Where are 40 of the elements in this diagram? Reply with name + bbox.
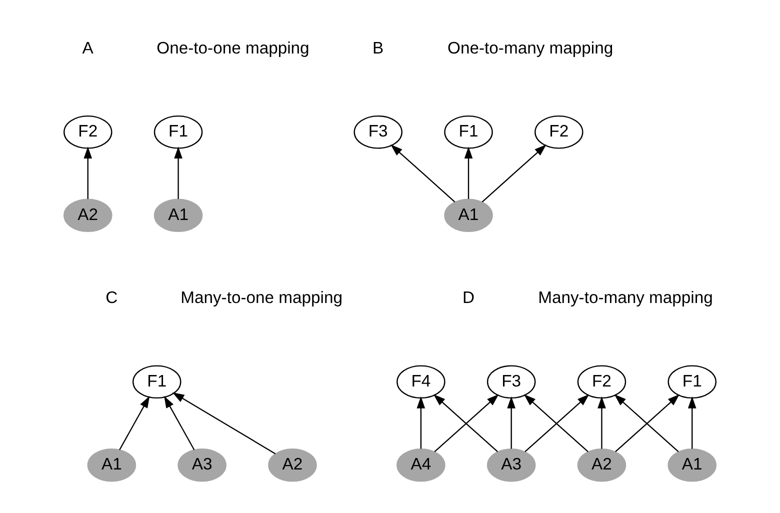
- node-ellipse: A1: [444, 198, 493, 232]
- node-ellipse: F3: [354, 114, 402, 148]
- arrow: [164, 395, 195, 450]
- arrow: [598, 396, 606, 448]
- arrow: [464, 146, 473, 198]
- node-ellipse: F1: [444, 114, 493, 148]
- arrow: [174, 146, 182, 198]
- node-ellipse: A4: [396, 448, 446, 482]
- node-ellipse: F1: [132, 364, 182, 398]
- arrow: [172, 392, 276, 454]
- node-ellipse: F2: [577, 364, 626, 398]
- node-ellipse: A2: [577, 448, 626, 482]
- arrow: [84, 146, 92, 198]
- label: Many-to-many mapping: [538, 288, 713, 307]
- arrow: [416, 396, 426, 448]
- label: B: [372, 38, 384, 57]
- node-ellipse: A3: [486, 448, 536, 482]
- arrow: [482, 144, 546, 202]
- label: One-to-many mapping: [448, 38, 614, 57]
- node-ellipse: F2: [64, 114, 112, 148]
- arrow: [390, 144, 456, 202]
- label: A: [82, 38, 94, 57]
- node-ellipse: F4: [396, 364, 446, 398]
- node-ellipse: F1: [668, 364, 716, 398]
- node-ellipse: A1: [668, 448, 716, 482]
- arrow: [688, 396, 696, 448]
- node-ellipse: A2: [268, 448, 317, 482]
- node-ellipse: F3: [486, 364, 536, 398]
- node-ellipse: F2: [534, 114, 584, 148]
- arrow: [119, 395, 150, 450]
- node-ellipse: A1: [87, 448, 136, 482]
- node-ellipse: A1: [154, 198, 203, 232]
- node-ellipse: A2: [64, 198, 112, 232]
- node-ellipse: A3: [178, 448, 226, 482]
- arrow: [507, 396, 516, 448]
- label: C: [106, 288, 118, 307]
- label: One-to-one mapping: [156, 38, 310, 57]
- node-ellipse: F1: [154, 114, 203, 148]
- label: D: [462, 288, 475, 307]
- label: Many-to-one mapping: [180, 288, 342, 307]
